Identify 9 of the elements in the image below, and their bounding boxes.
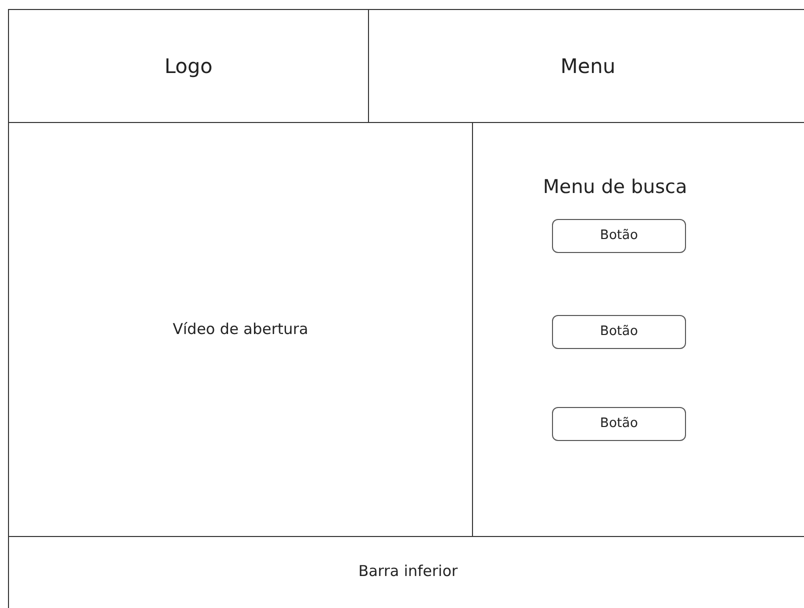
- region-label: Vídeo de abertura: [172, 319, 308, 340]
- panel-title: Menu de busca: [543, 175, 688, 200]
- header-placeholder-region: [8, 9, 369, 123]
- region-label: Menu: [560, 53, 616, 80]
- button: Botão: [552, 219, 686, 253]
- region-label: Barra inferior: [358, 560, 458, 582]
- button: Botão: [552, 315, 686, 349]
- region-label: Logo: [164, 53, 212, 80]
- button: Botão: [552, 407, 686, 441]
